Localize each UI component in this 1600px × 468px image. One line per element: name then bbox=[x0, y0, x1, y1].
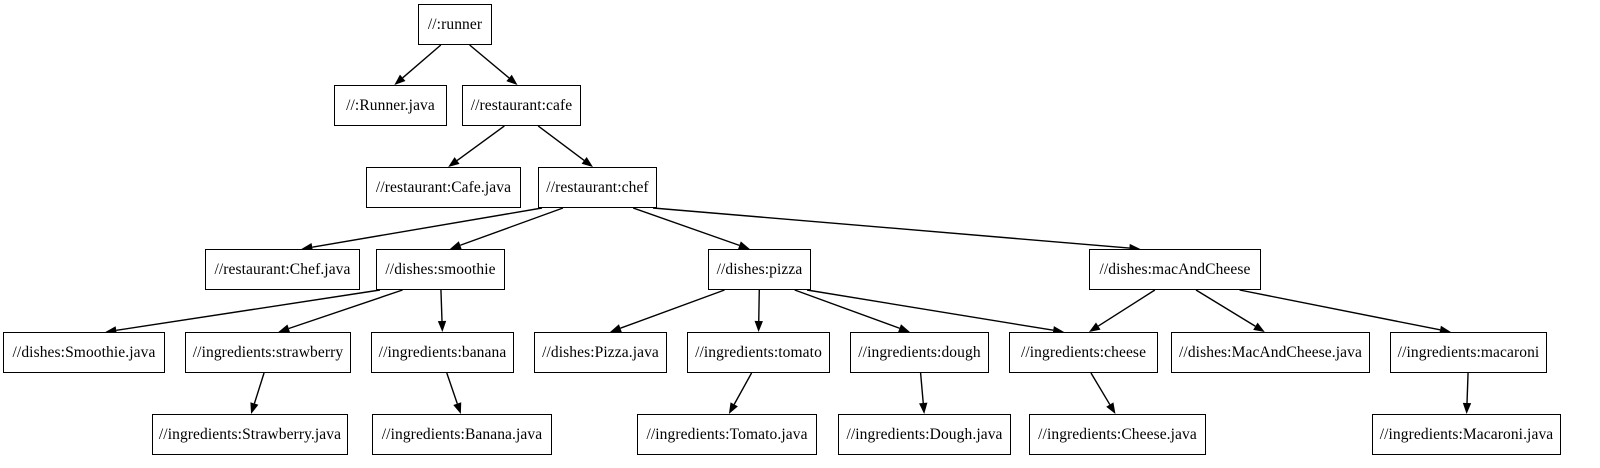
graph-node-ing_tomato[interactable]: //ingredients:tomato bbox=[687, 332, 830, 373]
graph-node-dishes_smoothie[interactable]: //dishes:smoothie bbox=[376, 249, 505, 290]
graph-node-pizza_java[interactable]: //dishes:Pizza.java bbox=[534, 332, 667, 373]
graph-node-label: //dishes:macAndCheese bbox=[1099, 260, 1251, 278]
graph-node-ing_cheese[interactable]: //ingredients:cheese bbox=[1009, 332, 1158, 373]
graph-node-label: //restaurant:Cafe.java bbox=[375, 178, 512, 196]
graph-node-ing_macaroni[interactable]: //ingredients:macaroni bbox=[1390, 332, 1547, 373]
graph-node-label: //:runner bbox=[427, 15, 483, 33]
graph-node-chef_java[interactable]: //restaurant:Chef.java bbox=[205, 249, 360, 290]
graph-node-label: //ingredients:Strawberry.java bbox=[158, 425, 342, 443]
graph-node-label: //restaurant:chef bbox=[546, 178, 649, 196]
graph-node-runner_java[interactable]: //:Runner.java bbox=[334, 85, 447, 126]
graph-node-tomato_java[interactable]: //ingredients:Tomato.java bbox=[637, 414, 817, 455]
graph-node-strawberry_java[interactable]: //ingredients:Strawberry.java bbox=[152, 414, 348, 455]
graph-node-label: //ingredients:Macaroni.java bbox=[1379, 425, 1554, 443]
graph-node-label: //ingredients:strawberry bbox=[192, 343, 344, 361]
graph-node-restaurant_cafe[interactable]: //restaurant:cafe bbox=[462, 85, 581, 126]
graph-node-ing_strawberry[interactable]: //ingredients:strawberry bbox=[185, 332, 351, 373]
graph-node-label: //restaurant:cafe bbox=[470, 96, 573, 114]
graph-node-label: //dishes:pizza bbox=[716, 260, 803, 278]
graph-node-ing_dough[interactable]: //ingredients:dough bbox=[850, 332, 989, 373]
graph-node-label: //ingredients:banana bbox=[378, 343, 507, 361]
graph-node-restaurant_chef[interactable]: //restaurant:chef bbox=[538, 167, 657, 208]
graph-node-dough_java[interactable]: //ingredients:Dough.java bbox=[838, 414, 1011, 455]
graph-node-label: //ingredients:dough bbox=[858, 343, 981, 361]
graph-node-label: //:Runner.java bbox=[346, 96, 435, 114]
graph-node-label: //restaurant:Chef.java bbox=[214, 260, 351, 278]
graph-node-ing_banana[interactable]: //ingredients:banana bbox=[371, 332, 514, 373]
graph-node-cheese_java[interactable]: //ingredients:Cheese.java bbox=[1029, 414, 1206, 455]
graph-node-label: //dishes:smoothie bbox=[385, 260, 496, 278]
graph-node-runner[interactable]: //:runner bbox=[418, 4, 492, 45]
graph-node-label: //dishes:MacAndCheese.java bbox=[1179, 343, 1362, 361]
graph-node-macaroni_java[interactable]: //ingredients:Macaroni.java bbox=[1372, 414, 1561, 455]
graph-node-macandchs_java[interactable]: //dishes:MacAndCheese.java bbox=[1171, 332, 1370, 373]
graph-node-label: //ingredients:Cheese.java bbox=[1038, 425, 1197, 443]
graph-node-banana_java[interactable]: //ingredients:Banana.java bbox=[372, 414, 552, 455]
graph-node-dishes_pizza[interactable]: //dishes:pizza bbox=[708, 249, 811, 290]
graph-node-label: //ingredients:cheese bbox=[1020, 343, 1147, 361]
graph-node-label: //ingredients:macaroni bbox=[1397, 343, 1540, 361]
graph-node-cafe_java[interactable]: //restaurant:Cafe.java bbox=[366, 167, 521, 208]
graph-node-label: //ingredients:Tomato.java bbox=[646, 425, 808, 443]
graph-node-label: //ingredients:Banana.java bbox=[381, 425, 543, 443]
graph-node-smoothie_java[interactable]: //dishes:Smoothie.java bbox=[3, 332, 165, 373]
graph-node-label: //dishes:Pizza.java bbox=[542, 343, 659, 361]
graph-node-label: //ingredients:Dough.java bbox=[846, 425, 1003, 443]
graph-node-label: //dishes:Smoothie.java bbox=[12, 343, 156, 361]
graph-node-dishes_macandchs[interactable]: //dishes:macAndCheese bbox=[1089, 249, 1261, 290]
graph-node-label: //ingredients:tomato bbox=[695, 343, 822, 361]
